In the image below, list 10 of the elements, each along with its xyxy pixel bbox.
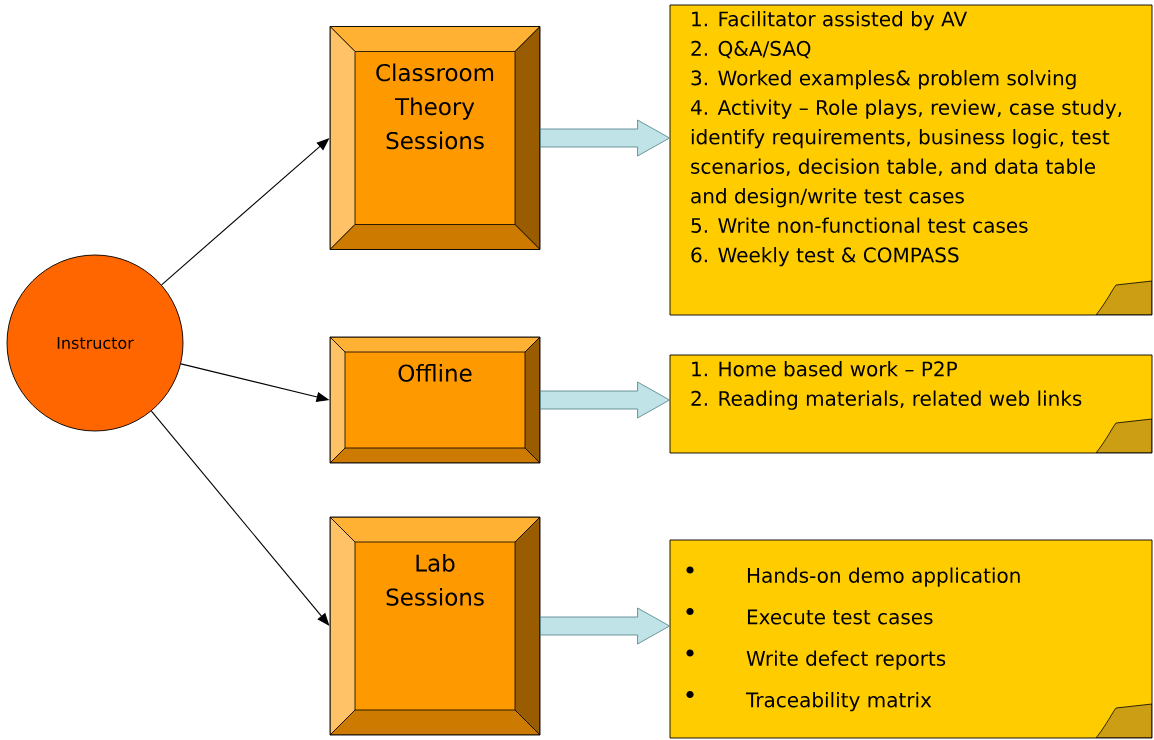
note-box: Hands-on demo application Execute test cases Write defect reports Traceability matrix xyxy=(669,539,1153,739)
session-box: Offline xyxy=(329,336,541,464)
block-arrow xyxy=(540,607,670,645)
note-box: 1. Home based work – P2P 2. Reading materials, related web links xyxy=(669,354,1153,454)
block-arrow xyxy=(540,381,670,419)
note-box: 1. Facilitator assisted by AV 2. Q&A/SAQ 3. Worked examples& problem solving 4. Activity – Role plays, review, case study, identify requirements, business logic, test scenarios, decision table, and data table and design/write test cases 5. Write non-functional test cases 6. Weekly test & COMPASS xyxy=(669,4,1153,316)
arrow xyxy=(150,410,330,626)
block-arrow xyxy=(540,119,670,157)
session-box: Classroom Theory Sessions xyxy=(329,26,541,250)
session-box: Lab Sessions xyxy=(329,516,541,736)
